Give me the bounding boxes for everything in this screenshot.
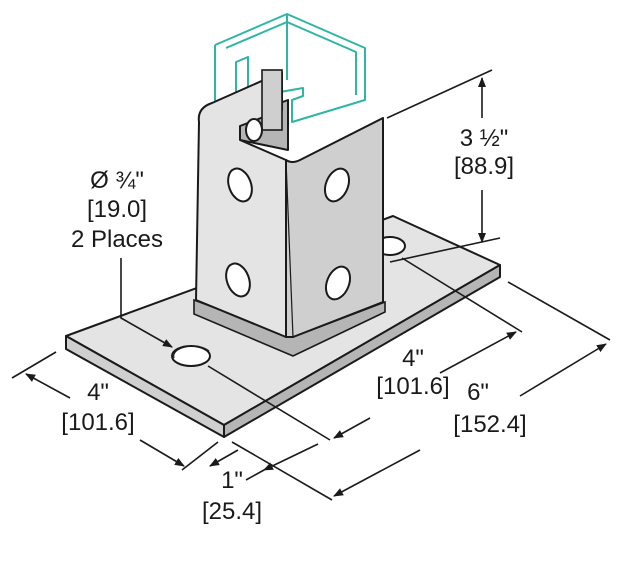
length-label-mm: [152.4]: [453, 411, 526, 438]
mounting-hole-front: [171, 345, 211, 367]
length-dimension: 6" [152.4]: [231, 281, 611, 501]
post-hole-left-upper: [227, 167, 253, 203]
edge-offset-label: 1": [221, 467, 243, 494]
post-right-face: [285, 117, 384, 338]
hole-diameter-callout: Ø ¾" [19.0] 2 Places: [71, 167, 173, 348]
post-hole-left-lower: [225, 262, 251, 298]
length-label: 6": [467, 379, 489, 406]
hole-spacing-label-mm: [101.6]: [376, 373, 449, 400]
left-width-label: 4": [87, 379, 109, 406]
base-plate-right-edge: [223, 264, 501, 438]
post-holes: [225, 167, 352, 301]
post-hole-right-upper: [323, 167, 351, 203]
height-dimension: 3 ½" [88.9]: [386, 69, 514, 263]
post-hole-right-lower: [324, 265, 352, 301]
hole-spacing-label: 4": [402, 345, 424, 372]
height-label-mm: [88.9]: [454, 153, 514, 180]
left-width-dimension: 4" [101.6]: [11, 351, 219, 471]
post-top-hole: [245, 118, 263, 142]
hole-diameter-label-mm: [19.0]: [87, 196, 147, 223]
strut-channel-outline: [214, 13, 366, 140]
left-width-label-mm: [101.6]: [61, 409, 134, 436]
edge-offset-label-mm: [25.4]: [202, 498, 262, 525]
edge-offset-dimension: 1" [25.4]: [202, 443, 319, 525]
hole-diameter-label: Ø ¾": [90, 167, 144, 194]
hole-spacing-dimension: 4" [101.6]: [207, 257, 523, 441]
hole-places-label: 2 Places: [71, 226, 163, 253]
height-label: 3 ½": [460, 125, 509, 152]
post-tube: [195, 69, 384, 338]
